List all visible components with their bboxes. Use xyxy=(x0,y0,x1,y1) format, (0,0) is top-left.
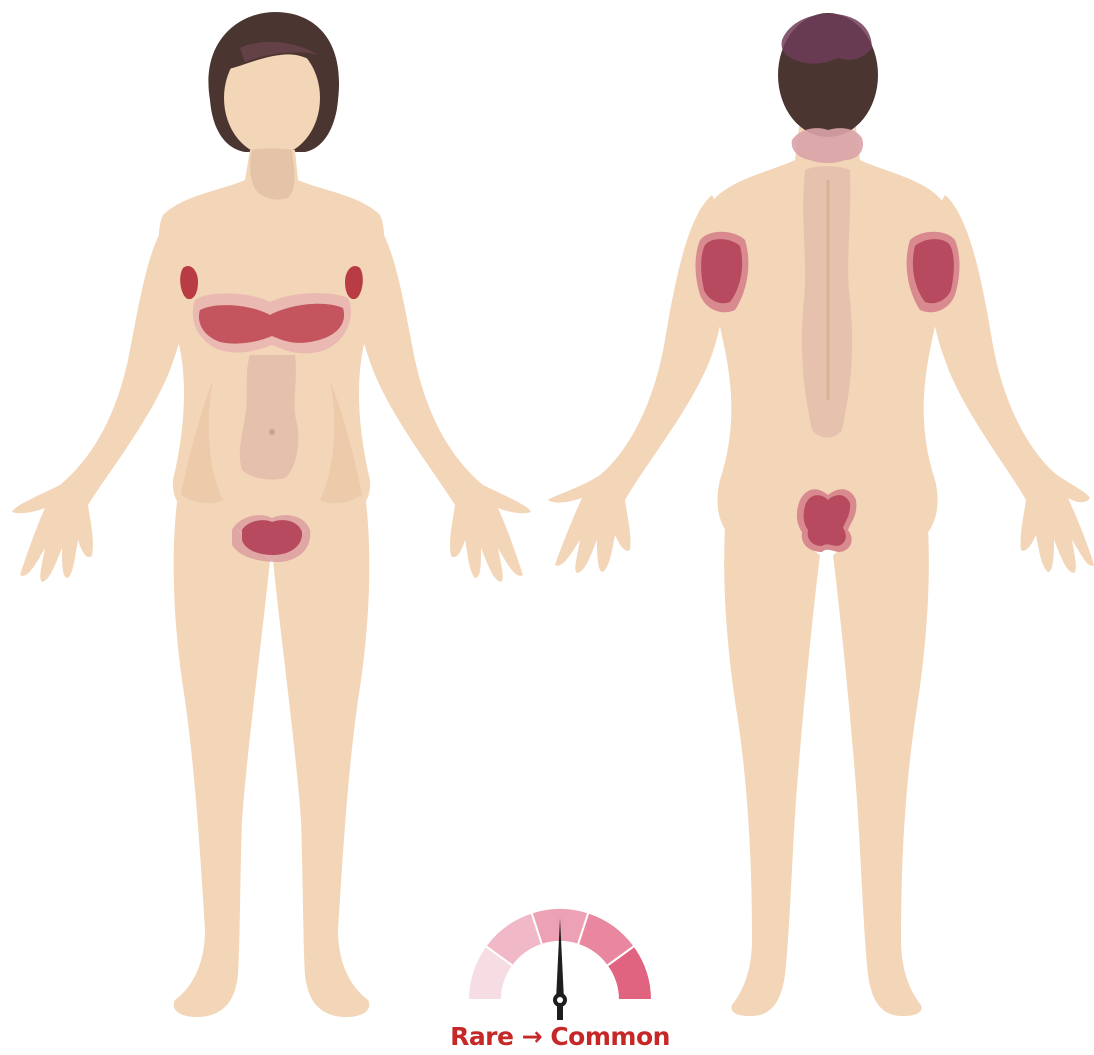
back-region-scalp xyxy=(782,14,872,64)
back-leg-left xyxy=(724,490,820,1016)
back-view-figure xyxy=(548,13,1094,1016)
back-leg-right xyxy=(833,490,929,1016)
severity-gauge xyxy=(468,908,652,1020)
front-view-figure xyxy=(12,12,531,1017)
front-region-abdomen xyxy=(240,355,299,480)
gauge-stem xyxy=(557,1006,563,1020)
back-region-buttocks-inner xyxy=(804,495,851,546)
front-leg-left xyxy=(174,480,270,1017)
severity-scale-label: Rare → Common xyxy=(430,1022,690,1051)
